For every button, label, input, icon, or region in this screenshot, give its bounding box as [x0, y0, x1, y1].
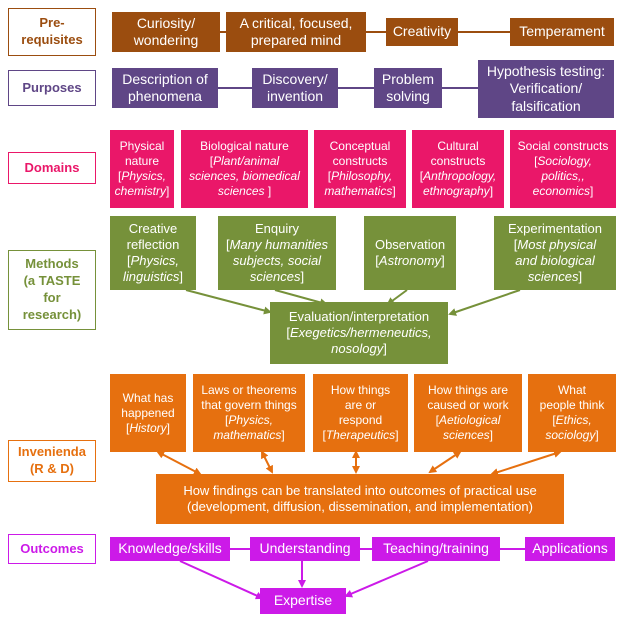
outcome-box: Applications	[525, 537, 615, 561]
method-box: Experimentation [Most physical and biolo…	[494, 216, 616, 290]
purpose-text: Problem solving	[381, 70, 435, 105]
invenienda-title: How things are caused or work	[427, 383, 509, 412]
prerequisite-text: Curiosity/ wondering	[133, 14, 199, 49]
evaluation-examples: Exegetics/hermeneutics, nosology	[290, 324, 432, 357]
translation-text: How findings can be translated into outc…	[183, 482, 537, 514]
prerequisite-text: Temperament	[519, 23, 605, 40]
label-purposes: Purposes	[8, 70, 96, 106]
purpose-box: Description of phenomena	[112, 68, 218, 108]
domain-box: Social constructs [Sociology, politics,,…	[510, 130, 616, 208]
domain-box: Biological nature [Plant/animal sciences…	[181, 130, 308, 208]
prerequisite-box: Curiosity/ wondering	[112, 12, 220, 52]
invenienda-arrows	[156, 450, 562, 476]
invenienda-title: What people think	[539, 383, 605, 412]
method-examples: Physics, linguistics	[123, 253, 180, 285]
invenienda-examples: Therapeutics	[325, 428, 396, 442]
prerequisite-box: Temperament	[510, 18, 614, 46]
method-examples: Astronomy	[378, 253, 442, 268]
evaluation-title: Evaluation/interpretation	[288, 308, 430, 324]
prerequisite-box: A critical, focused, prepared mind	[226, 12, 366, 52]
invenienda-box: What has happened [History]	[110, 374, 186, 452]
domain-title: Social constructs	[517, 139, 609, 153]
outcome-text: Knowledge/skills	[118, 540, 222, 557]
methods-arrows	[185, 289, 521, 316]
domain-title: Conceptual constructs	[329, 139, 391, 168]
domain-box: Conceptual constructs [Philosophy, mathe…	[314, 130, 406, 208]
method-examples: Most physical and biological sciences	[515, 236, 597, 285]
invenienda-box: How things are caused or work [Aetiologi…	[414, 374, 522, 452]
purpose-text: Description of phenomena	[122, 70, 208, 105]
method-title: Enquiry	[254, 220, 300, 236]
outcome-box: Knowledge/skills	[110, 537, 230, 561]
invenienda-examples: Aetiological sciences	[438, 413, 501, 442]
invenienda-examples: Ethics, sociology	[545, 413, 596, 442]
outcome-text: Teaching/training	[383, 540, 489, 557]
label-methods: Methods (a TASTE for research)	[8, 250, 96, 330]
method-box: Enquiry [Many humanities subjects, socia…	[218, 216, 336, 290]
outcomes-connectors	[179, 548, 525, 600]
method-title: Observation	[374, 236, 446, 252]
invenienda-title: How things are or respond	[330, 383, 391, 427]
outcome-box: Understanding	[250, 537, 360, 561]
invenienda-examples: History	[129, 420, 167, 435]
outcome-text: Understanding	[259, 540, 351, 557]
translation-box: How findings can be translated into outc…	[156, 474, 564, 524]
domain-examples: Anthropology, ethnography	[422, 169, 497, 198]
purpose-box: Hypothesis testing: Verification/ falsif…	[478, 60, 614, 118]
invenienda-box: Laws or theorems that govern things [Phy…	[193, 374, 305, 452]
purpose-box: Problem solving	[374, 68, 442, 108]
domain-examples: Physics, chemistry	[114, 169, 167, 198]
domain-examples: Philosophy, mathematics	[324, 169, 393, 198]
domain-box: Cultural constructs [Anthropology, ethno…	[412, 130, 504, 208]
invenienda-examples: Physics, mathematics	[213, 413, 282, 442]
label-domains: Domains	[8, 152, 96, 184]
domain-examples: Sociology, politics,, economics	[532, 154, 592, 198]
evaluation-box: Evaluation/interpretation [Exegetics/her…	[270, 302, 448, 364]
label-prerequisites: Pre- requisites	[8, 8, 96, 56]
invenienda-box: How things are or respond [Therapeutics]	[313, 374, 408, 452]
invenienda-title: What has happened	[121, 390, 175, 420]
purpose-text: Discovery/ invention	[262, 70, 328, 105]
method-title: Experimentation	[508, 220, 602, 236]
domain-title: Biological nature	[200, 139, 289, 153]
outcome-text: Applications	[532, 540, 608, 557]
expertise-text: Expertise	[273, 592, 333, 609]
expertise-box: Expertise	[260, 588, 346, 614]
prerequisite-text: A critical, focused, prepared mind	[239, 14, 353, 49]
prerequisite-box: Creativity	[386, 18, 458, 46]
domain-box: Physical nature [Physics, chemistry]	[110, 130, 174, 208]
purpose-box: Discovery/ invention	[252, 68, 338, 108]
method-box: Observation [Astronomy]	[364, 216, 456, 290]
invenienda-box: What people think [Ethics, sociology]	[528, 374, 616, 452]
method-title: Creative reflection	[126, 220, 180, 252]
outcome-box: Teaching/training	[372, 537, 500, 561]
invenienda-title: Laws or theorems that govern things	[201, 383, 297, 412]
domain-title: Cultural constructs	[430, 139, 486, 168]
method-examples: Many humanities subjects, social science…	[229, 236, 328, 285]
label-outcomes: Outcomes	[8, 534, 96, 564]
label-invenienda: Invenienda (R & D)	[8, 440, 96, 482]
domain-title: Physical nature	[119, 139, 165, 168]
prerequisite-text: Creativity	[392, 23, 452, 40]
purpose-text: Hypothesis testing: Verification/ falsif…	[486, 62, 606, 114]
domain-examples: Plant/animal sciences, biomedical scienc…	[189, 154, 300, 198]
method-box: Creative reflection [Physics, linguistic…	[110, 216, 196, 290]
